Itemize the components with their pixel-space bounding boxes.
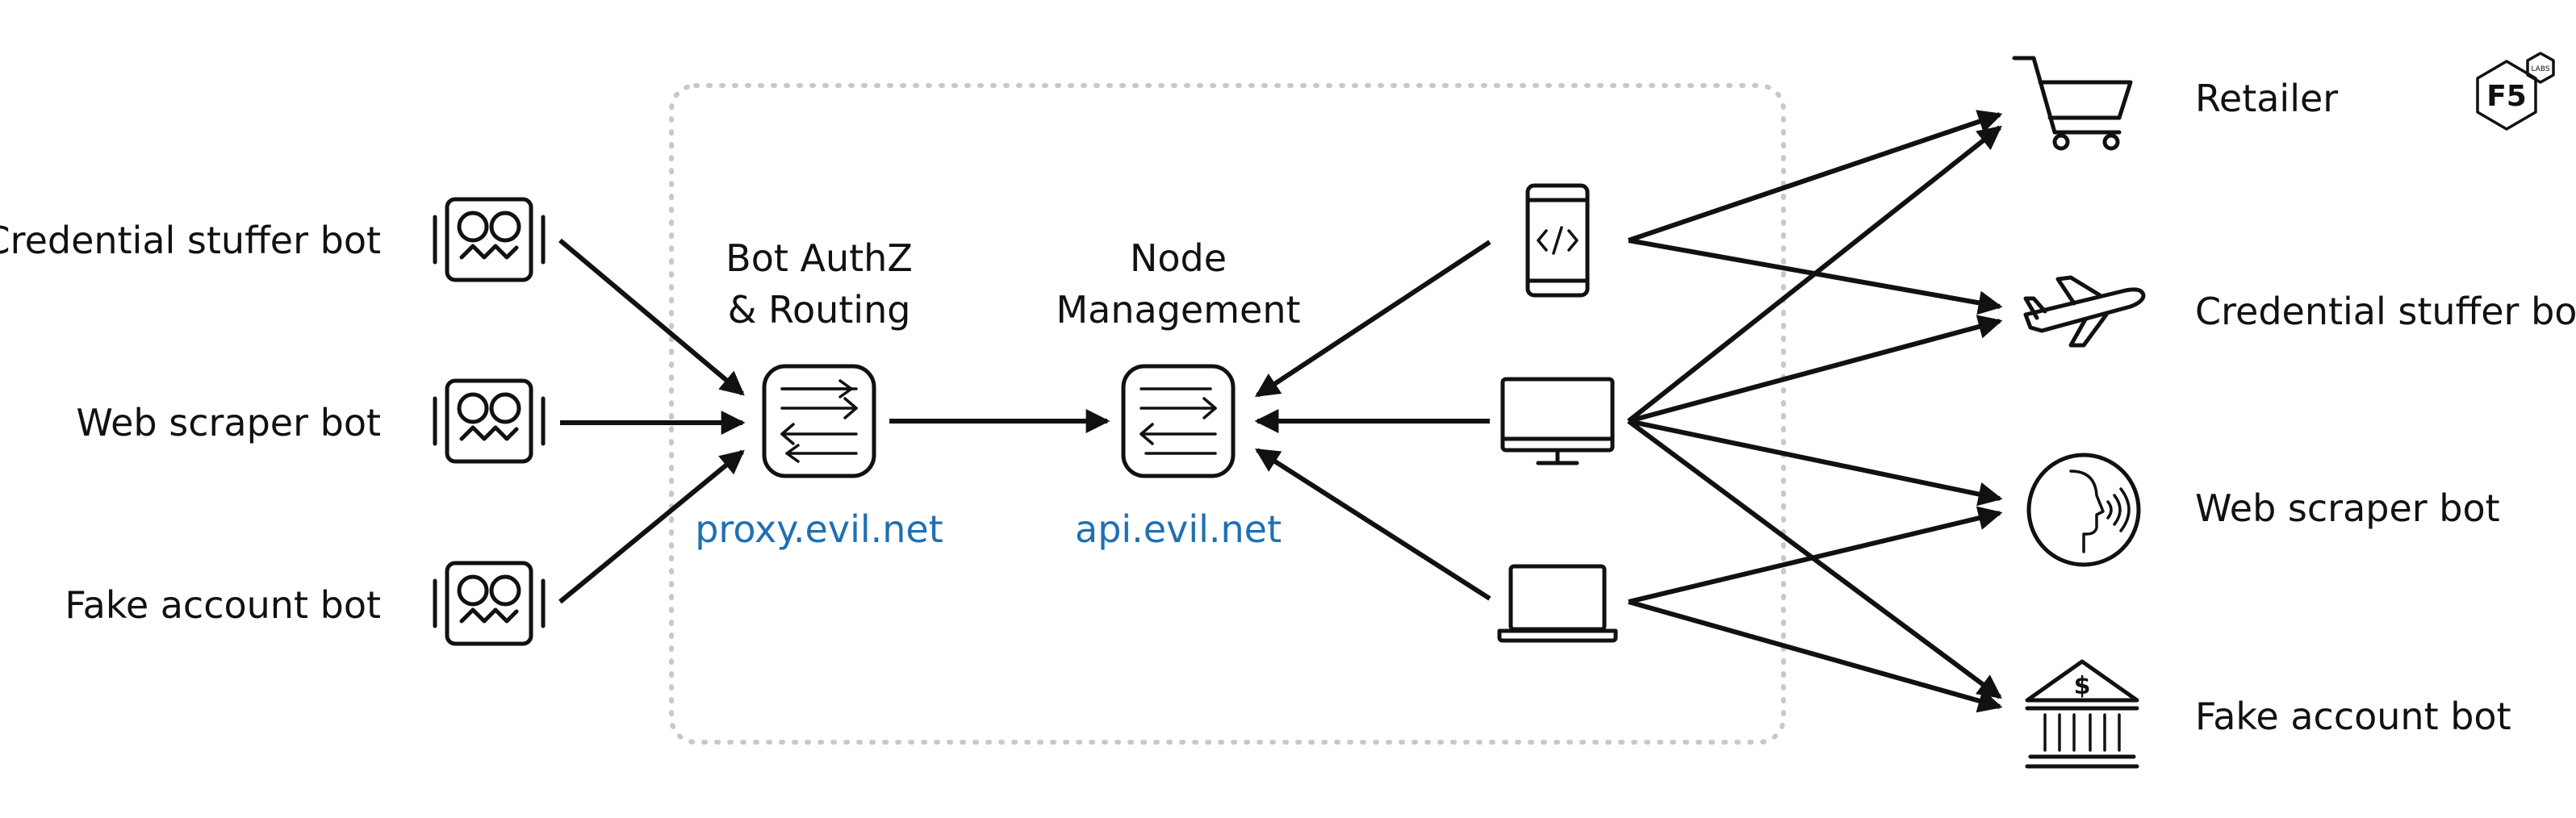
arrow-laptop-to-api xyxy=(1254,448,1491,601)
arrow-laptop-to-bank xyxy=(1628,599,2003,713)
arrow-mobile-to-api xyxy=(1254,240,1491,398)
arrow-mobile-to-retailer xyxy=(1628,110,2003,243)
bank-icon: $ xyxy=(2025,659,2139,769)
mobile-code-icon xyxy=(1525,183,1590,298)
router-icon xyxy=(1121,364,1236,478)
api-title-line1: Node xyxy=(1130,236,1227,280)
router-icon xyxy=(762,364,876,478)
arrow-laptop-to-voice xyxy=(1628,506,2003,604)
arrow-fake-account-to-proxy xyxy=(558,449,745,604)
bot-icon xyxy=(433,378,546,464)
logo-sub: LABS xyxy=(2531,65,2549,73)
speaking-head-icon xyxy=(2026,453,2141,567)
proxy-title-line1: Bot AuthZ xyxy=(726,236,913,280)
arrow-desktop-to-airline xyxy=(1628,315,2003,424)
proxy-title-line2: & Routing xyxy=(728,288,911,332)
bot-icon xyxy=(433,561,546,646)
logo-brand: F5 xyxy=(2486,80,2527,113)
airplane-icon xyxy=(2023,275,2146,348)
monitor-icon xyxy=(1500,377,1615,465)
target-label-fake-account: Fake account bot xyxy=(2195,695,2511,738)
target-label-scraper: Web scraper bot xyxy=(2195,486,2500,530)
target-label-retailer: Retailer xyxy=(2195,77,2338,120)
target-label-credential: Credential stuffer bot xyxy=(2195,290,2576,333)
infrastructure-boundary xyxy=(669,83,1786,745)
proxy-url: proxy.evil.net xyxy=(695,507,943,551)
left-bot-label-credential: Credential stuffer bot xyxy=(0,219,381,262)
arrow-credential-to-proxy xyxy=(558,238,745,396)
left-bot-label-fake-account: Fake account bot xyxy=(65,583,381,627)
bot-icon xyxy=(433,197,546,282)
arrow-desktop-to-retailer xyxy=(1627,125,2002,424)
arrow-desktop-to-voice xyxy=(1628,419,2003,507)
left-bot-label-scraper: Web scraper bot xyxy=(76,401,381,444)
svg-text:$: $ xyxy=(2074,672,2091,700)
api-title-line2: Management xyxy=(1056,288,1300,332)
shopping-cart-icon xyxy=(2012,56,2133,151)
api-url: api.evil.net xyxy=(1075,507,1282,551)
f5-labs-logo: F5 LABS xyxy=(2476,52,2555,131)
laptop-icon xyxy=(1497,564,1618,643)
